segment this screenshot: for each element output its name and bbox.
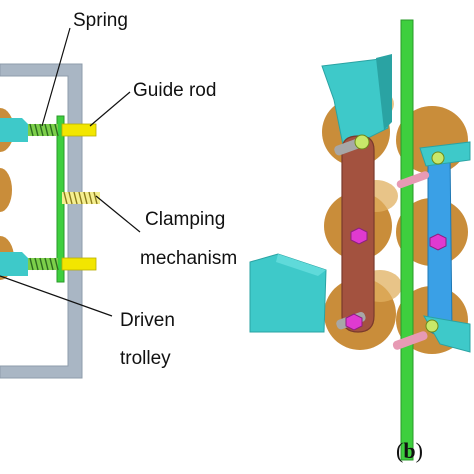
pin-right-top (396, 151, 445, 189)
driven-trolley-frame (0, 63, 83, 379)
wheel-left-mid (0, 168, 12, 212)
schematic-panel: Spring Guide rod Clamping mechanism Driv… (0, 10, 237, 379)
render-panel (249, 19, 471, 461)
cyan-base-bracket (249, 253, 327, 333)
panel-label: (b) (396, 438, 423, 463)
label-driven-line2: trolley (120, 348, 171, 369)
label-spring: Spring (73, 10, 128, 31)
cyan-block-bottom (0, 252, 28, 276)
label-clamping-line2: mechanism (140, 248, 237, 269)
guide-rod-top (61, 123, 97, 137)
label-driven-line1: Driven (120, 310, 175, 331)
guide-rod-bottom (61, 257, 97, 271)
label-guide-rod: Guide rod (133, 80, 216, 101)
label-clamping-line1: Clamping (145, 209, 225, 230)
hex-bolt-blue (429, 233, 447, 251)
leader-guide-rod (89, 91, 131, 127)
pin-left-top (334, 134, 370, 156)
cyan-block-top (0, 118, 28, 142)
pin-right-bottom (392, 319, 439, 350)
leader-spring (41, 27, 71, 127)
hex-bolt-lower (345, 313, 363, 331)
spring-bottom (28, 257, 59, 271)
hex-bolt-upper (350, 227, 368, 245)
spring-top (28, 123, 59, 137)
clamping-spring (62, 191, 100, 205)
green-guide-rod (400, 19, 414, 461)
leader-clamping (95, 195, 141, 233)
cyan-top-bracket-side (376, 54, 392, 130)
cyan-base-bracket-face (276, 254, 326, 276)
leader-driven-trolley (0, 275, 113, 317)
